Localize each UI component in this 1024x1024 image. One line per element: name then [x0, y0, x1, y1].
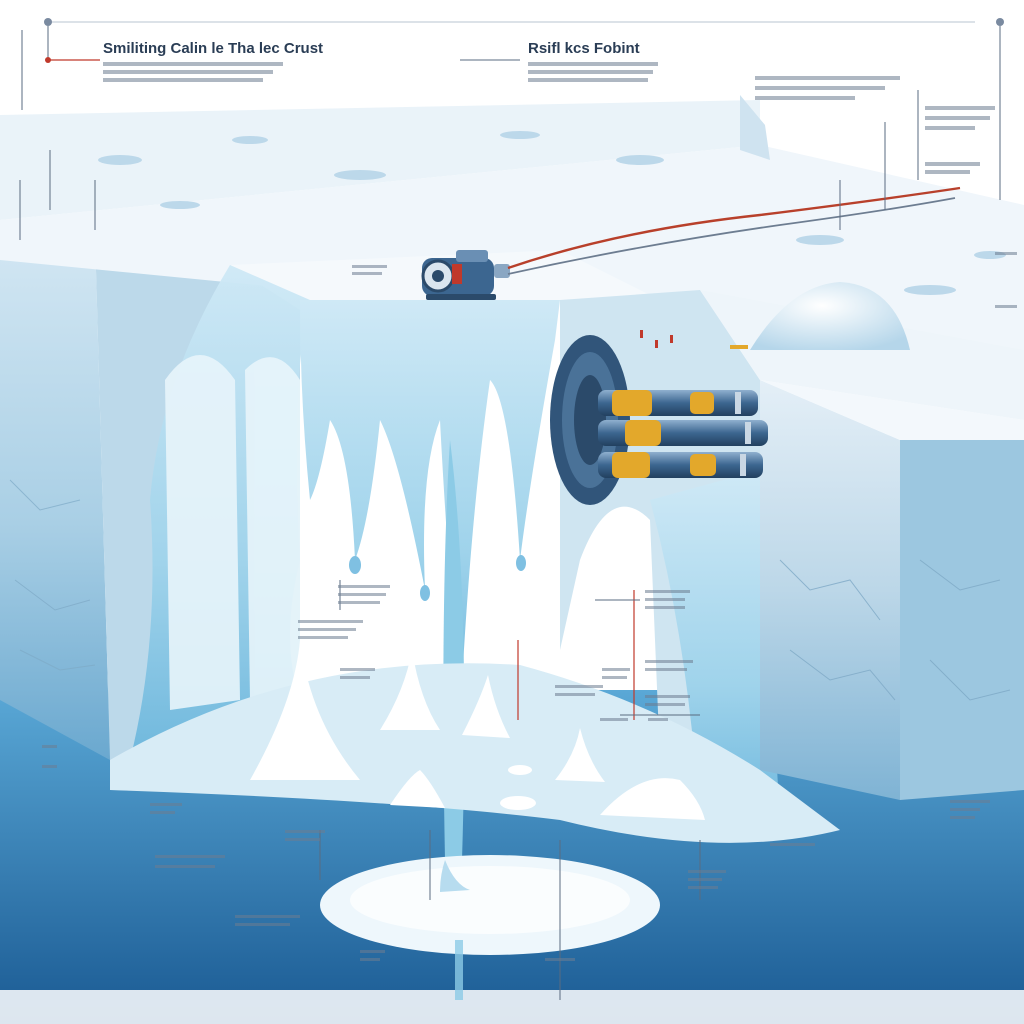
title-left: Smiliting Calin le Tha lec Crust	[103, 40, 323, 57]
ocean-drip	[455, 940, 463, 1000]
drip-tips	[349, 555, 526, 601]
right-meltwater-falls	[650, 470, 780, 830]
right-ice-side-face	[900, 440, 1024, 800]
upper-ice-surface	[0, 100, 760, 220]
bottom-fade	[0, 990, 1024, 1024]
right-ice-top	[760, 380, 1024, 440]
right-ice-front-face	[760, 380, 900, 800]
title-right: Rsifl kcs Fobint	[528, 40, 640, 57]
tunnel-marker-dots	[640, 330, 748, 349]
label-blurbs	[42, 62, 1017, 961]
left-cavern-arches	[165, 355, 300, 710]
ice-stalagmites	[250, 640, 705, 820]
ice-floe-highlight	[350, 866, 630, 934]
central-meltwater-curtain	[300, 300, 560, 720]
frame-lines	[19, 18, 1004, 1000]
surface-drill-rig-icon	[421, 250, 510, 300]
left-ice-wall	[0, 235, 110, 760]
ice-step-edge	[740, 95, 770, 160]
snow-mound	[750, 282, 910, 350]
tunnel-boring-machine-icon	[550, 335, 768, 505]
drip-splash	[440, 860, 470, 892]
cable-icon	[507, 186, 961, 275]
left-ice-cracks	[9, 479, 96, 671]
right-ice-cracks	[779, 559, 1011, 701]
